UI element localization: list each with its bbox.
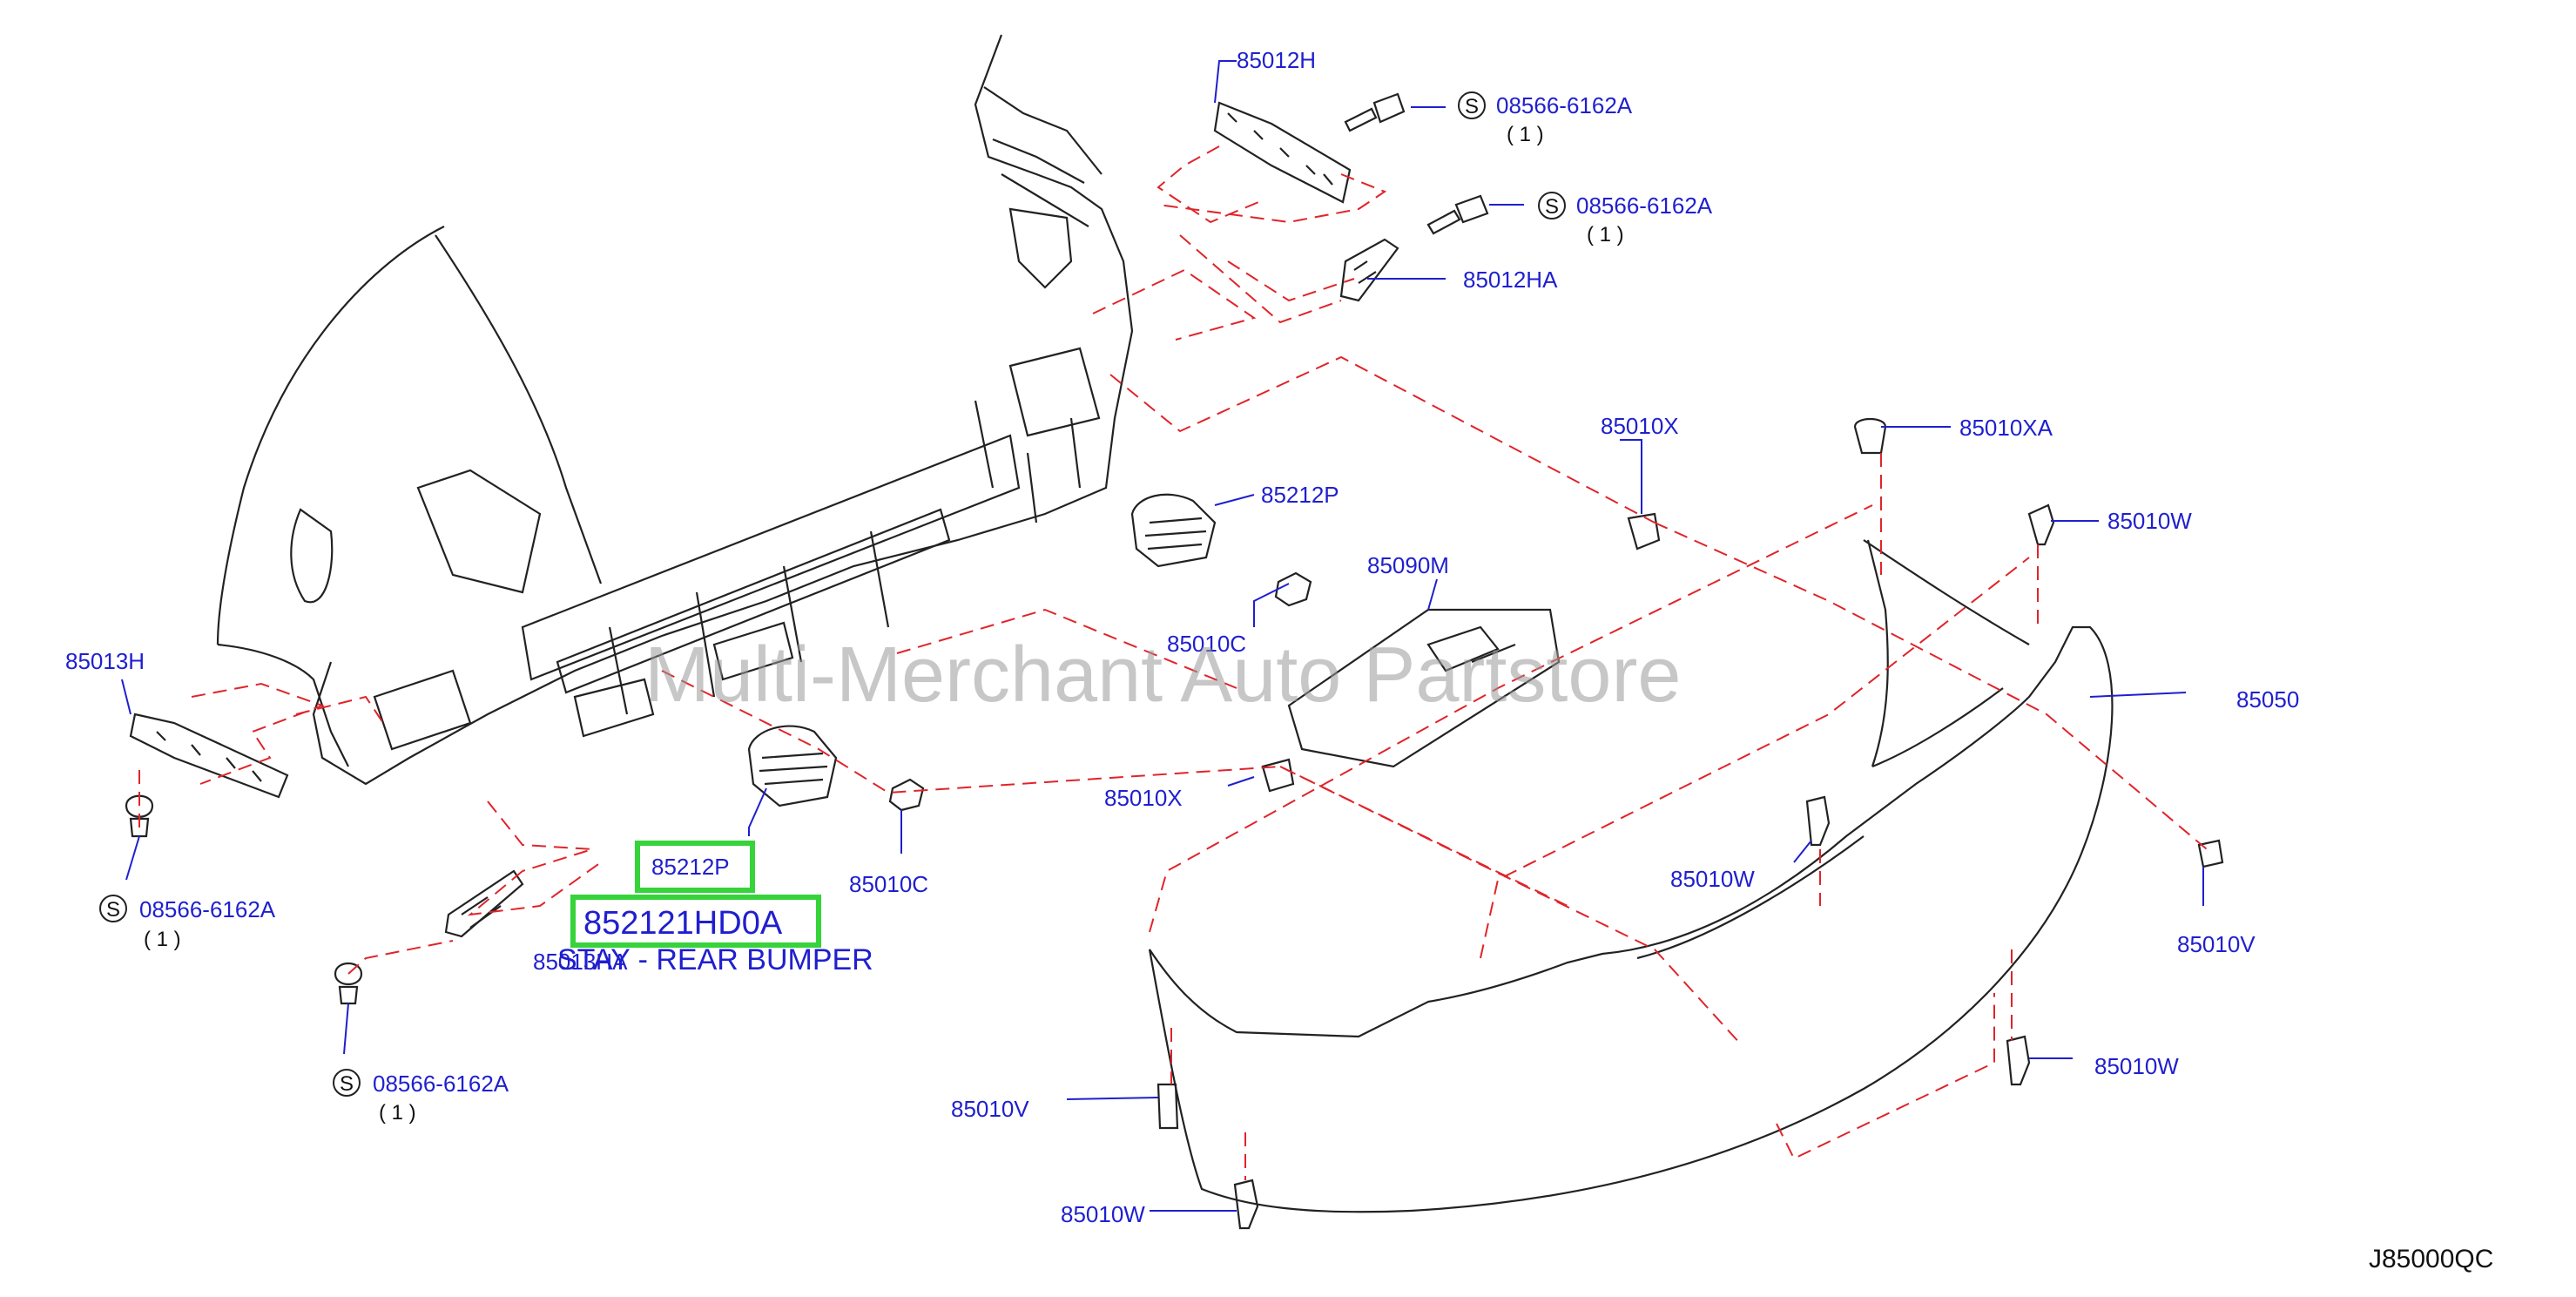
s-symbol-3: S xyxy=(99,895,127,922)
callout-85013HA[interactable]: 85013HA xyxy=(533,949,628,975)
svg-text:S: S xyxy=(1465,95,1479,118)
bolt-08566-6162A-second-drawing xyxy=(1426,194,1489,235)
s-symbol-1: S xyxy=(1458,91,1486,119)
callout-85010XA[interactable]: 85010XA xyxy=(1959,415,2053,441)
clip-85010X-drawing xyxy=(1261,512,1661,793)
callout-85212P-top[interactable]: 85212P xyxy=(1261,482,1339,508)
bracket-85212P-lower-drawing xyxy=(747,725,838,807)
bumper-stay-85012HA-drawing xyxy=(1339,238,1399,302)
callout-85010V-left[interactable]: 85010V xyxy=(951,1096,1029,1122)
rear-bumper-fascia-85050-drawing xyxy=(1148,539,2114,1213)
callout-85012HA[interactable]: 85012HA xyxy=(1463,267,1558,293)
callout-08566-6162A-3[interactable]: 08566-6162A xyxy=(139,896,276,922)
callout-08566-6162A-1[interactable]: 08566-6162A xyxy=(1496,92,1633,118)
callout-85010W-right-lower[interactable]: 85010W xyxy=(2094,1053,2179,1079)
callout-85010X-mid[interactable]: 85010X xyxy=(1104,785,1183,811)
callout-85212P-highlighted[interactable]: 85212P xyxy=(651,854,730,880)
nut-85010C-drawing xyxy=(888,571,1312,812)
callout-85013H[interactable]: 85013H xyxy=(65,648,145,674)
callout-85010C-top[interactable]: 85010C xyxy=(1167,631,1246,657)
callout-85090M[interactable]: 85090M xyxy=(1367,552,1449,578)
bumper-stay-85013H-drawing xyxy=(129,713,289,799)
bolt-08566-6162A-left-drawing xyxy=(125,794,363,1005)
callout-85050[interactable]: 85050 xyxy=(2236,686,2299,713)
callout-85010W-right-upper[interactable]: 85010W xyxy=(2107,508,2192,534)
highlight-box-85212P xyxy=(635,841,755,893)
s-symbol-2: S xyxy=(1538,192,1566,220)
callout-85010W-bottom[interactable]: 85010W xyxy=(1061,1201,1145,1227)
rear-body-panel-drawing xyxy=(216,34,1134,786)
callout-85010X-top[interactable]: 85010X xyxy=(1601,413,1679,439)
qty-08566-6162A-2: ( 1 ) xyxy=(1587,223,1624,247)
callout-85010C-bottom[interactable]: 85010C xyxy=(849,871,928,897)
highlighted-part-code[interactable]: 852121HD0A xyxy=(583,905,783,942)
qty-08566-6162A-4: ( 1 ) xyxy=(379,1101,416,1125)
svg-text:S: S xyxy=(106,898,120,922)
callout-85012H[interactable]: 85012H xyxy=(1237,47,1316,73)
svg-text:S: S xyxy=(1545,195,1559,219)
bracket-85212P-upper-drawing xyxy=(1130,493,1217,568)
figure-code: J85000QC xyxy=(2369,1245,2493,1273)
callout-08566-6162A-2[interactable]: 08566-6162A xyxy=(1576,193,1713,219)
highlight-box-part-code xyxy=(570,895,821,948)
clip-85010XA-drawing xyxy=(1853,417,1887,455)
watermark-text: Multi-Merchant Auto Partstore xyxy=(644,632,1681,719)
bolt-08566-6162A-upper-drawing xyxy=(1344,92,1406,132)
callout-85010V-right[interactable]: 85010V xyxy=(2177,931,2256,957)
svg-text:S: S xyxy=(340,1072,354,1096)
bumper-stay-85013HA-drawing xyxy=(444,869,524,938)
qty-08566-6162A-3: ( 1 ) xyxy=(144,928,181,951)
highlighted-part-description: STAY - REAR BUMPER xyxy=(557,943,873,976)
s-symbol-4: S xyxy=(333,1069,361,1097)
callout-85010W-mid[interactable]: 85010W xyxy=(1670,866,1755,892)
assembly-dashed-lines xyxy=(138,145,2213,1180)
callout-leader-lines xyxy=(121,60,2204,1212)
bumper-stay-85012H-drawing xyxy=(1213,101,1352,204)
callout-08566-6162A-4[interactable]: 08566-6162A xyxy=(373,1071,509,1097)
clip-85010W-drawing xyxy=(1233,503,2055,1230)
qty-08566-6162A-1: ( 1 ) xyxy=(1507,123,1544,146)
screw-85010V-drawing xyxy=(1157,839,2224,1130)
